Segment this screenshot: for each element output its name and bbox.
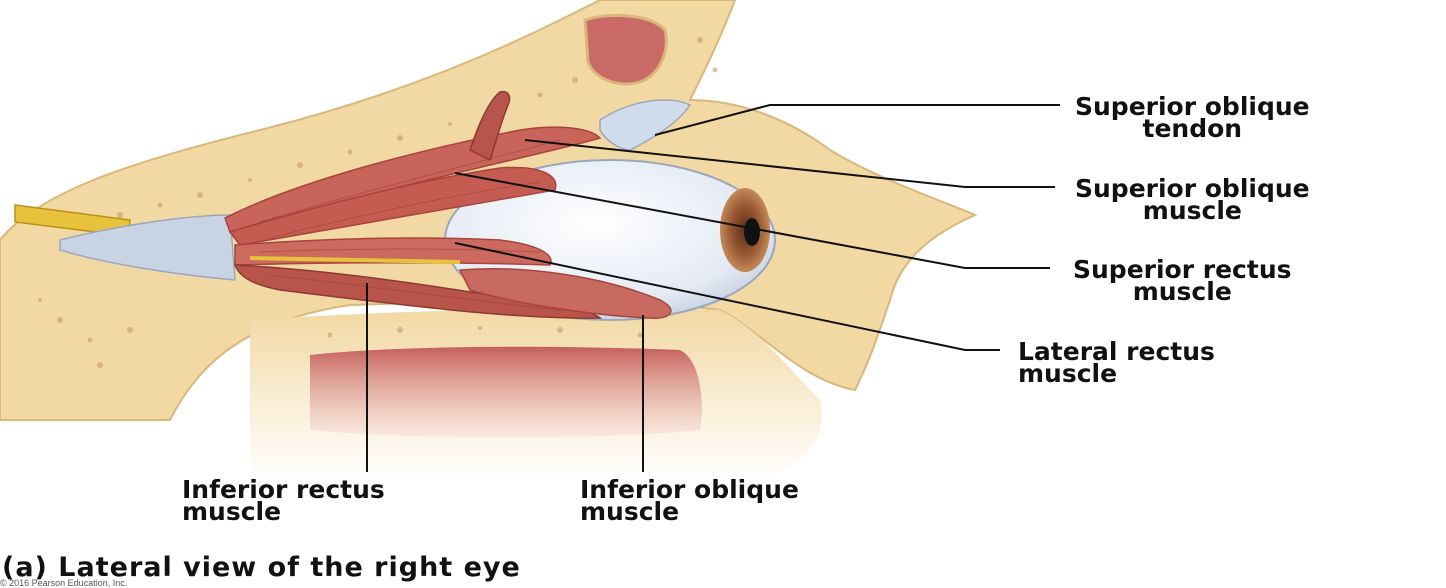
label-line-1: Inferior oblique <box>580 475 799 504</box>
label-inferior-oblique-muscle: Inferior oblique muscle <box>580 475 799 526</box>
pupil <box>744 218 760 246</box>
label-line-2: muscle <box>1018 359 1118 388</box>
figure-caption: (a) Lateral view of the right eye <box>2 552 521 583</box>
muscle-striations <box>259 139 561 311</box>
label-line-2: muscle <box>1142 196 1242 225</box>
superior-rectus-shape <box>228 166 557 246</box>
inferior-oblique-shape <box>458 268 672 319</box>
inferior-rectus-shape <box>233 264 603 319</box>
copyright-notice: © 2016 Pearson Education, Inc. <box>0 578 128 588</box>
superior-oblique-tendon-shape <box>599 99 692 151</box>
label-line-1: Superior oblique <box>1075 174 1310 203</box>
levator-stump <box>469 90 511 162</box>
label-line-1: Lateral rectus <box>1018 337 1215 366</box>
label-line-1: Superior rectus <box>1073 255 1292 284</box>
nerve-strand <box>249 256 461 264</box>
leader-lines <box>366 104 1060 472</box>
leader-superior-oblique-muscle <box>524 139 1055 188</box>
label-line-1: Superior oblique <box>1075 92 1310 121</box>
label-line-1: Inferior rectus <box>182 475 385 504</box>
label-line-2: muscle <box>182 497 282 526</box>
leader-lateral-rectus <box>454 242 1000 351</box>
tendinous-ring <box>59 214 236 281</box>
maxillary-sinus <box>310 346 702 438</box>
leader-superior-rectus <box>454 172 1050 269</box>
leader-superior-oblique-tendon <box>654 104 1060 136</box>
label-inferior-rectus-muscle: Inferior rectus muscle <box>182 475 385 526</box>
label-superior-oblique-muscle: Superior oblique muscle <box>1075 174 1310 225</box>
label-superior-rectus-muscle: Superior rectus muscle <box>1073 255 1292 306</box>
label-line-2: muscle <box>580 497 680 526</box>
frontal-sinus <box>583 13 668 86</box>
label-lateral-rectus-muscle: Lateral rectus muscle <box>1018 337 1215 388</box>
label-line-2: tendon <box>1142 114 1243 143</box>
label-superior-oblique-tendon: Superior oblique tendon <box>1075 92 1310 143</box>
label-line-2: muscle <box>1132 277 1232 306</box>
